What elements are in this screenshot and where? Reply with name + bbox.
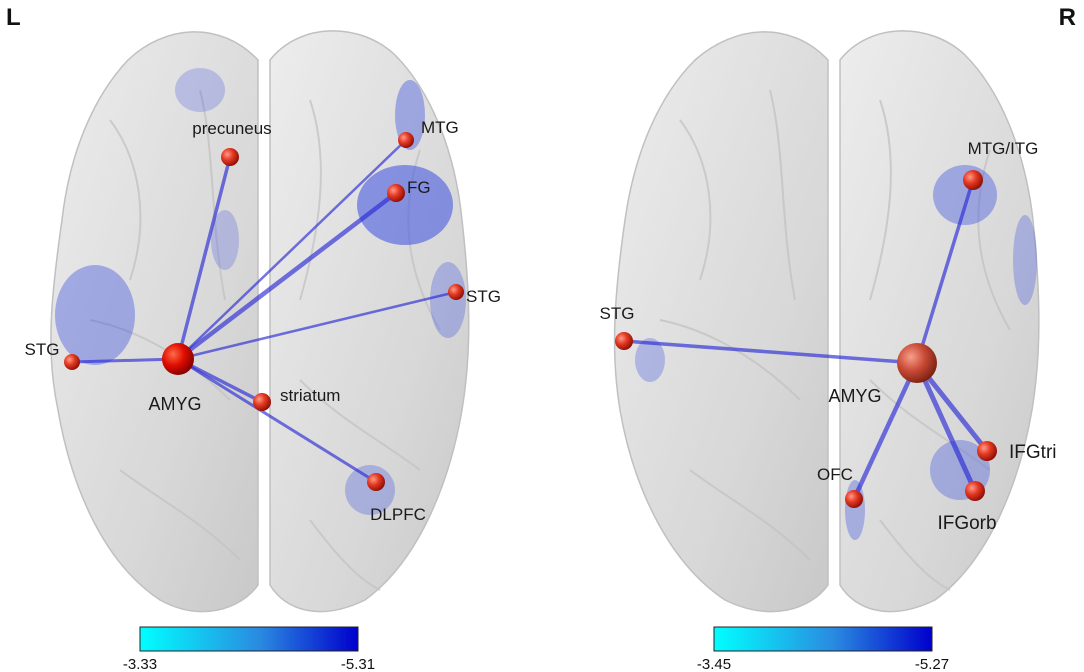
node-ifgorb xyxy=(965,481,985,501)
edge-amyg-stg_l xyxy=(70,357,180,364)
node-label-stg_r: STG xyxy=(466,287,501,306)
gyri-folds-right-panel xyxy=(659,89,1011,591)
edge-amyg-mtg_itg xyxy=(915,178,975,365)
node-label-ifgtri: IFGtri xyxy=(1009,442,1057,463)
activation-clusters xyxy=(55,68,466,515)
edge-amyg-ofc xyxy=(851,360,920,502)
edge-amyg-ifgorb xyxy=(914,360,978,494)
edge-amyg-mtg xyxy=(176,138,408,361)
node-label-amyg: AMYG xyxy=(828,386,881,406)
edge-amyg-dlpfc xyxy=(176,357,378,484)
node-label-stg: STG xyxy=(600,304,635,323)
left-hemisphere-shape-right-panel xyxy=(613,31,829,613)
node-label-ifgorb: IFGorb xyxy=(937,513,996,534)
node-stg_l xyxy=(64,354,80,370)
node-striatum xyxy=(253,393,271,411)
left-hemisphere-marker: L xyxy=(6,4,21,31)
node-mtg_itg xyxy=(963,170,983,190)
left-colorbar-min-label: -3.33 xyxy=(123,656,157,672)
right-hemisphere-shape-right-panel xyxy=(839,30,1040,613)
edge-amyg-fg xyxy=(175,190,399,362)
node-label-amyg: AMYG xyxy=(148,394,201,414)
net-left-edges xyxy=(70,138,458,484)
node-mtg xyxy=(398,132,414,148)
left-brain-view xyxy=(50,30,470,613)
node-label-mtg: MTG xyxy=(421,118,459,137)
node-ifgtri xyxy=(977,441,997,461)
node-label-precuneus: precuneus xyxy=(192,119,271,138)
node-label-mtg_itg: MTG/ITG xyxy=(968,139,1039,158)
left-colorbar-max-label: -5.31 xyxy=(341,656,375,672)
node-stg_r xyxy=(448,284,464,300)
edge-amyg-precuneus xyxy=(176,155,232,361)
node-ofc xyxy=(845,490,863,508)
node-label-striatum: striatum xyxy=(280,386,340,405)
node-label-dlpfc: DLPFC xyxy=(370,505,426,524)
node-label-stg_l: STG xyxy=(25,340,60,359)
edge-amyg-stg_r xyxy=(176,290,458,361)
node-stg xyxy=(615,332,633,350)
node-fg xyxy=(387,184,405,202)
right-brain-view xyxy=(613,30,1040,613)
node-dlpfc xyxy=(367,473,385,491)
right-colorbar-min-label: -3.45 xyxy=(697,656,731,672)
edge-amyg-stg xyxy=(622,339,919,365)
right-colorbar: -3.45 -5.27 xyxy=(697,626,949,672)
node-precuneus xyxy=(221,148,239,166)
node-label-fg: FG xyxy=(407,178,431,197)
left-colorbar: -3.33 -5.31 xyxy=(123,626,375,672)
node-amyg-hub xyxy=(897,343,937,383)
left-hemisphere-shape xyxy=(50,31,259,613)
left-colorbar-gradient xyxy=(139,626,359,652)
right-colorbar-gradient xyxy=(713,626,933,652)
right-hemisphere-marker: R xyxy=(1058,4,1076,31)
node-amyg-hub xyxy=(162,343,194,375)
right-colorbar-max-label: -5.27 xyxy=(915,656,949,672)
node-label-ofc: OFC xyxy=(817,465,853,484)
